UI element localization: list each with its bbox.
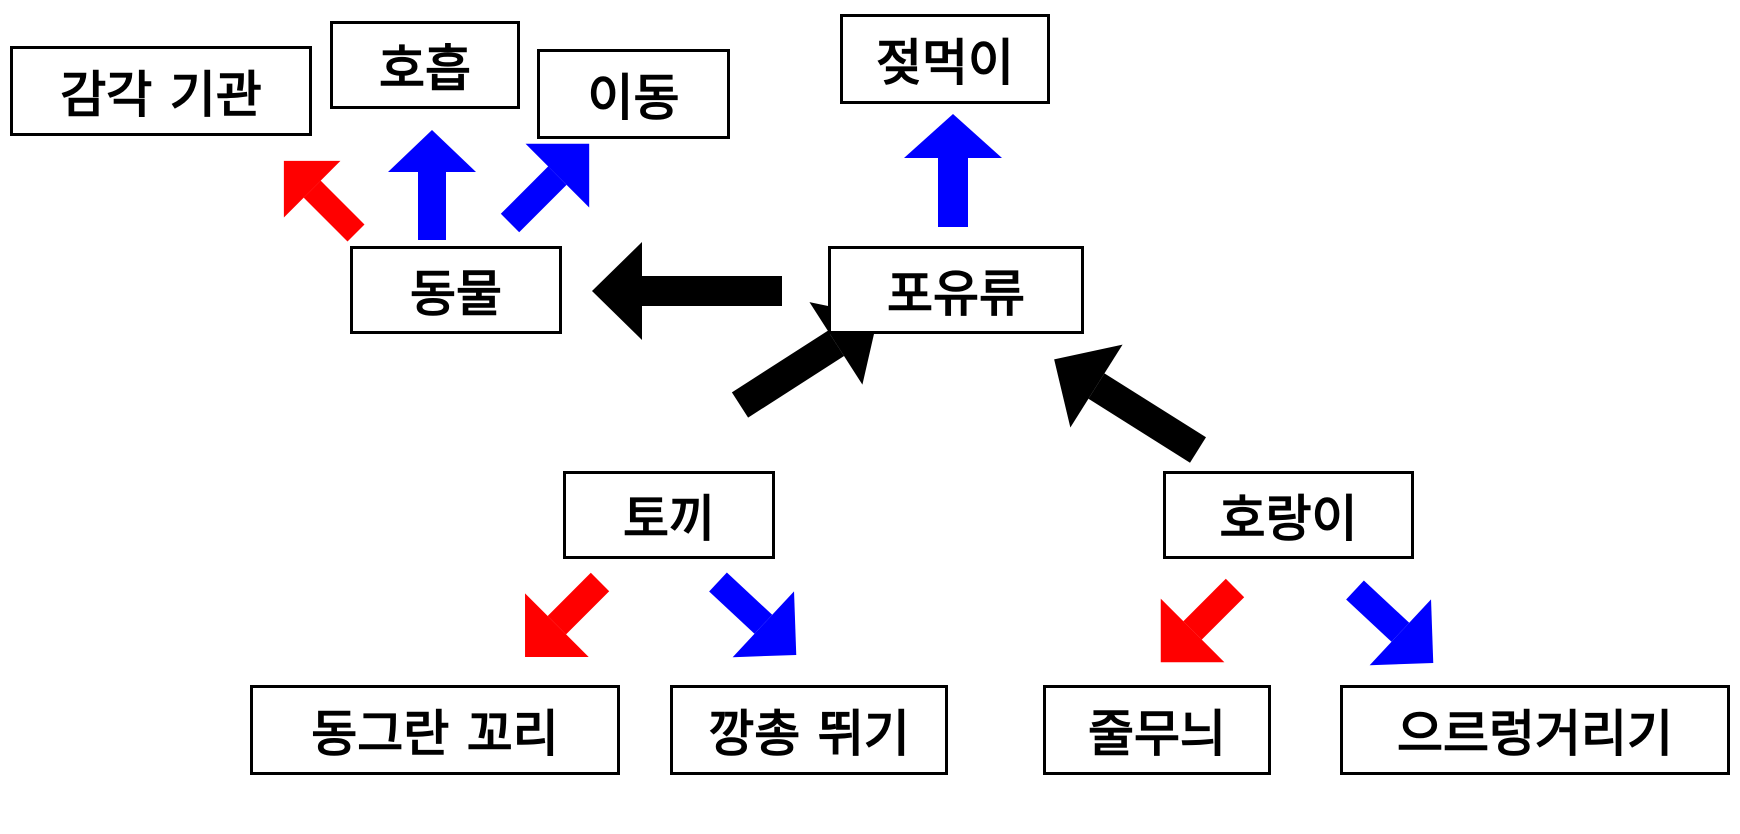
- arrow-mammal-to-animal: [592, 242, 782, 340]
- node-breathing: 호흡: [330, 21, 520, 109]
- arrow-rabbit-to-hopping: [709, 572, 797, 658]
- arrow-tiger-to-growling: [1346, 580, 1434, 666]
- arrow-mammal-to-suckling: [904, 114, 1002, 227]
- arrow-animal-to-movement: [500, 143, 590, 233]
- arrow-tiger-to-mammal: [1054, 344, 1206, 463]
- node-mammal: 포유류: [828, 246, 1084, 334]
- arrow-rabbit-to-round-tail: [525, 572, 610, 657]
- node-hopping: 깡총 뛰기: [670, 685, 948, 775]
- node-suckling: 젖먹이: [840, 14, 1050, 104]
- node-sensory-organs: 감각 기관: [10, 46, 312, 136]
- arrow-animal-to-breathing: [388, 130, 476, 240]
- arrow-animal-to-sensory: [283, 160, 365, 242]
- node-movement: 이동: [537, 49, 730, 139]
- node-tiger: 호랑이: [1163, 471, 1414, 559]
- node-growling: 으르렁거리기: [1340, 685, 1730, 775]
- arrow-tiger-to-stripes: [1160, 578, 1245, 663]
- node-rabbit: 토끼: [563, 471, 775, 559]
- node-round-tail: 동그란 꼬리: [250, 685, 620, 775]
- node-animal: 동물: [350, 246, 562, 334]
- node-stripes: 줄무늬: [1043, 685, 1271, 775]
